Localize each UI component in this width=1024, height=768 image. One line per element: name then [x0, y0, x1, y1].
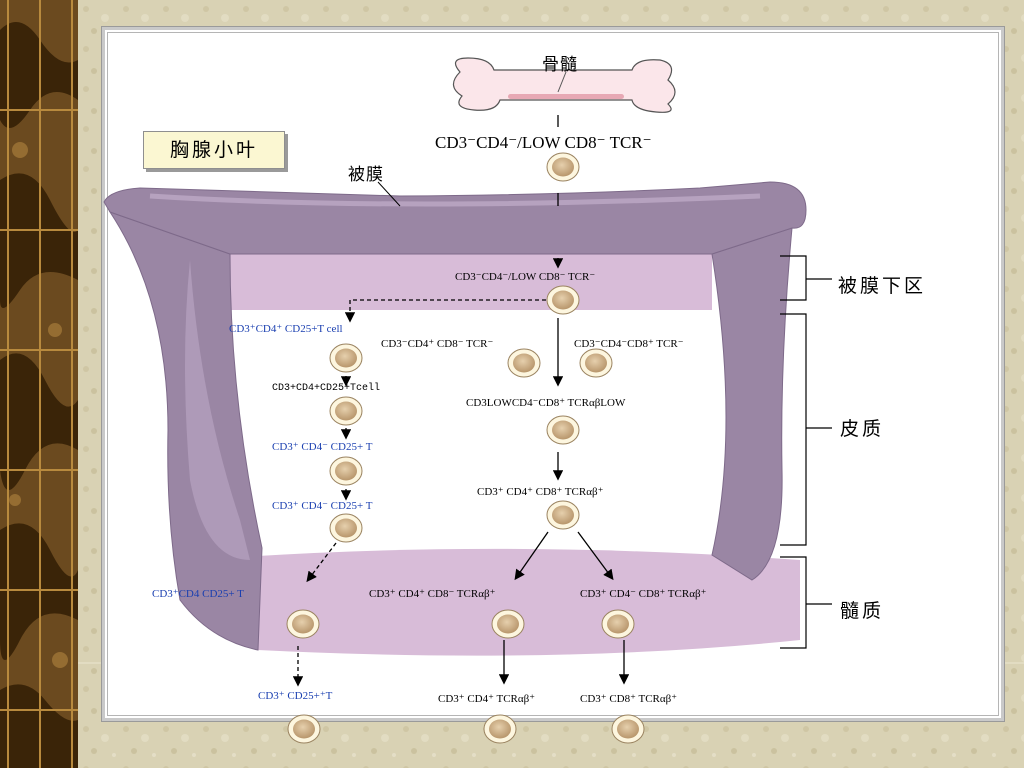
cell-double-pos	[546, 500, 580, 530]
cell-treg-1	[329, 343, 363, 373]
cortex-label: 皮质	[840, 418, 885, 440]
cell-label-medulla-cd8: CD3⁺ CD4⁻ CD8⁺ TCRαβ⁺	[580, 588, 707, 600]
cell-treg-4	[329, 513, 363, 543]
cell-label-subcap: CD3⁻CD4⁻/LOW CD8⁻ TCR⁻	[455, 271, 596, 283]
subcapsular-zone	[230, 254, 712, 310]
cell-label-treg-1: CD3⁺CD4⁺ CD25+T cell	[229, 323, 343, 335]
capsule-right-wall	[711, 227, 793, 581]
medulla-zone	[258, 548, 800, 656]
cell-label-double-pos: CD3⁺ CD4⁺ CD8⁺ TCRαβ⁺	[477, 486, 604, 498]
cell-treg-3	[329, 456, 363, 486]
cell-label-cd4-single: CD3⁻CD4⁺ CD8⁻ TCR⁻	[381, 338, 494, 350]
bone-marrow-label: 骨髓	[542, 55, 578, 75]
cell-treg-2	[329, 396, 363, 426]
cell-cortex-low	[546, 415, 580, 445]
cell-label-treg-4: CD3⁺ CD4⁻ CD25+ T	[272, 500, 373, 512]
cell-exit-cd4	[483, 714, 517, 744]
thymic-lobule-title: 胸腺小叶	[143, 131, 285, 169]
cell-subcap	[546, 285, 580, 315]
cell-exit-treg	[287, 714, 321, 744]
capsule-top	[103, 181, 807, 255]
medulla-label: 髓质	[840, 600, 885, 622]
cell-entry	[546, 152, 580, 182]
cell-cd4-single	[507, 348, 541, 378]
cell-label-exit-cd8: CD3⁺ CD8⁺ TCRαβ⁺	[580, 693, 678, 705]
cell-exit-cd8	[611, 714, 645, 744]
cell-medulla-treg	[286, 609, 320, 639]
bone-icon	[452, 57, 676, 113]
cell-label-medulla-cd4: CD3⁺ CD4⁺ CD8⁻ TCRαβ⁺	[369, 588, 496, 600]
cell-label-treg-5: CD3⁺CD4 CD25+ T	[152, 588, 244, 600]
cell-medulla-cd8	[601, 609, 635, 639]
decorative-side-strip	[0, 0, 78, 768]
cell-label-exit-treg: CD3⁺ CD25+⁺T	[258, 690, 333, 702]
cell-label-cortex-low: CD3LOWCD4⁻CD8⁺ TCRαβLOW	[466, 397, 626, 409]
cell-markers	[286, 152, 645, 744]
cell-medulla-cd4	[491, 609, 525, 639]
cell-label-entry: CD3⁻CD4⁻/LOW CD8⁻ TCR⁻	[435, 133, 652, 152]
cell-label-cd8-single: CD3⁻CD4⁻CD8⁺ TCR⁻	[574, 338, 684, 350]
subcapsular-zone-label: 被膜下区	[838, 275, 927, 297]
cell-cd8-single	[579, 348, 613, 378]
cell-label-treg-3: CD3⁺ CD4⁻ CD25+ T	[272, 441, 373, 453]
cell-label-exit-cd4: CD3⁺ CD4⁺ TCRαβ⁺	[438, 693, 536, 705]
capsule-label: 被膜	[348, 165, 384, 185]
cell-label-treg-2: CD3+CD4+CD25+Tcell	[272, 383, 381, 394]
